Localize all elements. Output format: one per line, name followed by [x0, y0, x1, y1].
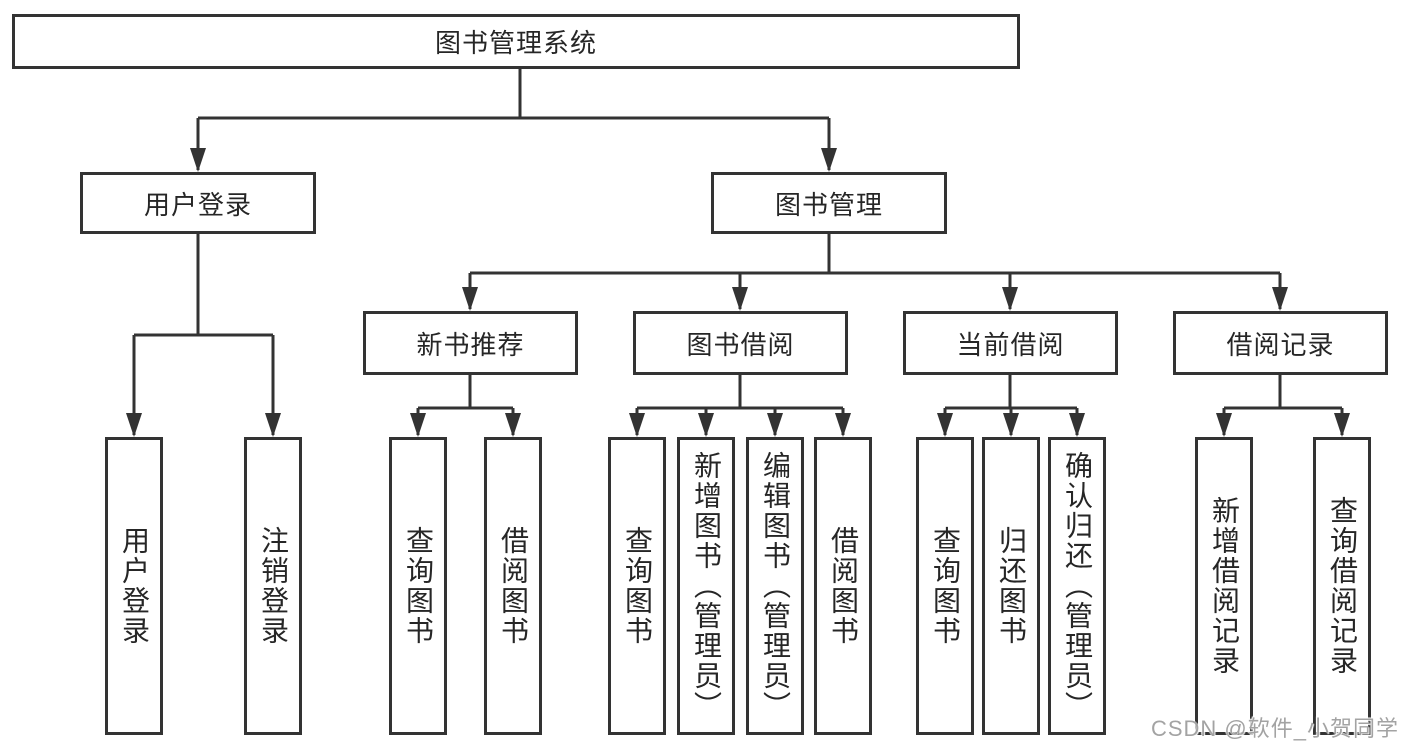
node-user-login: 用户登录	[80, 172, 316, 234]
leaf-borrow-query-books: 查询图书	[608, 437, 666, 735]
node-new-book-recommend: 新书推荐	[363, 311, 578, 375]
leaf-borrow-edit-books-admin: 编辑图书（管理员）	[746, 437, 804, 735]
node-current-borrowing: 当前借阅	[903, 311, 1118, 375]
node-library-system: 图书管理系统	[12, 14, 1020, 69]
node-book-management: 图书管理	[711, 172, 947, 234]
leaf-borrow-add-books-admin: 新增图书（管理员）	[677, 437, 735, 735]
csdn-watermark: CSDN @软件_小贺同学	[1150, 716, 1399, 741]
node-borrowing-records: 借阅记录	[1173, 311, 1388, 375]
leaf-borrow-borrow-books: 借阅图书	[814, 437, 872, 735]
leaf-newbook-borrow-books: 借阅图书	[484, 437, 542, 735]
leaf-current-query-books: 查询图书	[916, 437, 974, 735]
leaf-current-return-books: 归还图书	[982, 437, 1040, 735]
leaf-logout: 注销登录	[244, 437, 302, 735]
node-book-borrowing: 图书借阅	[633, 311, 848, 375]
leaf-records-query-record: 查询借阅记录	[1313, 437, 1371, 735]
leaf-user-login: 用户登录	[105, 437, 163, 735]
leaf-records-add-record: 新增借阅记录	[1195, 437, 1253, 735]
leaf-newbook-query-books: 查询图书	[389, 437, 447, 735]
leaf-current-confirm-return-admin: 确认归还（管理员）	[1048, 437, 1106, 735]
